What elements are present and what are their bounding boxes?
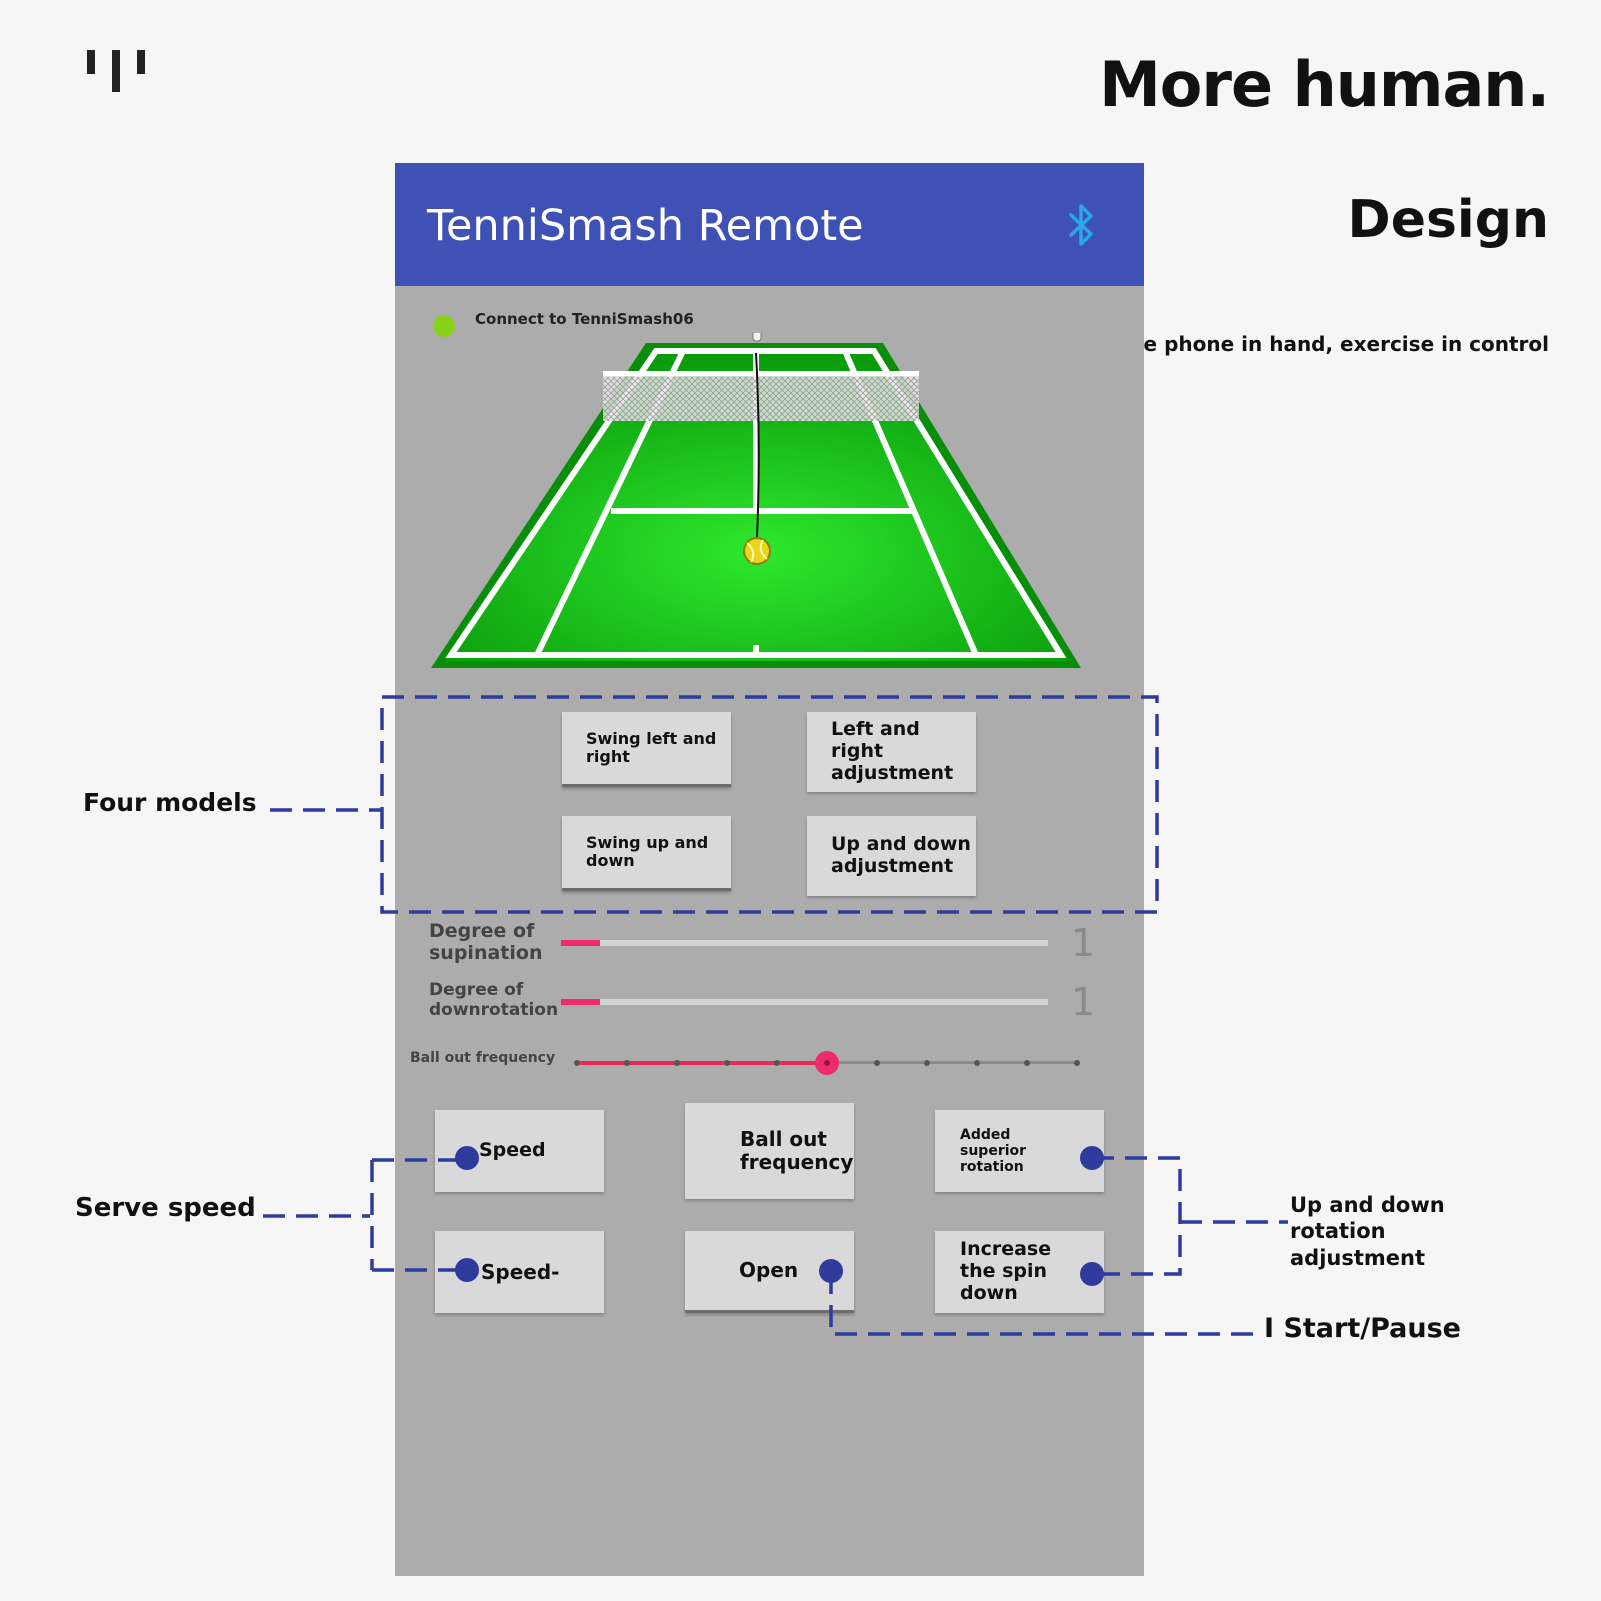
connection-status-dot [433,315,455,337]
start-pause-label: I Start/Pause [1264,1313,1461,1344]
swing-left-right-button[interactable]: Swing left and right [562,712,731,787]
four-models-label: Four models [83,788,257,817]
speed-down-button[interactable]: Speed- [435,1231,604,1313]
frequency-slider-tick [574,1059,580,1066]
up-down-adjustment-button[interactable]: Up and down adjustment [807,816,976,896]
added-superior-rotation-button[interactable]: Added superior rotation [935,1110,1104,1192]
frequency-slider[interactable] [574,1050,1080,1075]
connection-status[interactable]: Connect to TenniSmash06 [475,310,694,328]
open-button[interactable]: Open [685,1231,854,1313]
frequency-slider-tick [724,1059,730,1066]
downrotation-value: 1 [1071,980,1096,1024]
frequency-slider-tick [974,1059,980,1066]
frequency-slider-tick [674,1059,680,1066]
frequency-slider-tick [924,1059,930,1066]
frequency-slider-tick [774,1059,780,1066]
downrotation-slider[interactable] [561,999,1048,1005]
frequency-slider-tick [624,1059,630,1066]
tennis-court-graphic [431,333,1081,668]
downrotation-slider-fill [561,999,600,1005]
ball-out-frequency-button[interactable]: Ball out frequency [685,1103,854,1199]
phone-screen: TenniSmash Remote Connect to TenniSmash0… [395,163,1144,1576]
speed-up-button[interactable]: Speed [435,1110,604,1192]
swing-up-down-button[interactable]: Swing up and down [562,816,731,891]
frequency-slider-tick [1024,1059,1030,1066]
brand-logo [84,46,148,98]
rotation-adjustment-label: Up and down rotation adjustment [1290,1193,1445,1270]
supination-value: 1 [1071,921,1096,965]
frequency-slider-fill [577,1060,827,1065]
frequency-label: Ball out frequency [410,1050,556,1066]
tagline: Mobile phone in hand, exercise in contro… [1081,332,1549,356]
frequency-slider-tick [874,1059,880,1066]
increase-spin-down-button[interactable]: Increase the spin down [935,1231,1104,1313]
frequency-slider-thumb[interactable] [815,1050,839,1075]
downrotation-label: Degree of downrotation [429,980,559,1020]
bluetooth-icon[interactable] [1067,201,1097,249]
app-bar: TenniSmash Remote [395,163,1144,286]
supination-slider-fill [561,940,600,946]
app-title: TenniSmash Remote [427,201,864,251]
subheading: Design [1347,190,1549,250]
supination-label: Degree of supination [429,920,543,964]
supination-slider[interactable] [561,940,1048,946]
frequency-slider-tick [1074,1059,1080,1066]
serve-speed-label: Serve speed [75,1193,256,1223]
left-right-adjustment-button[interactable]: Left and right adjustment [807,712,976,792]
headline: More human. [1099,48,1550,121]
